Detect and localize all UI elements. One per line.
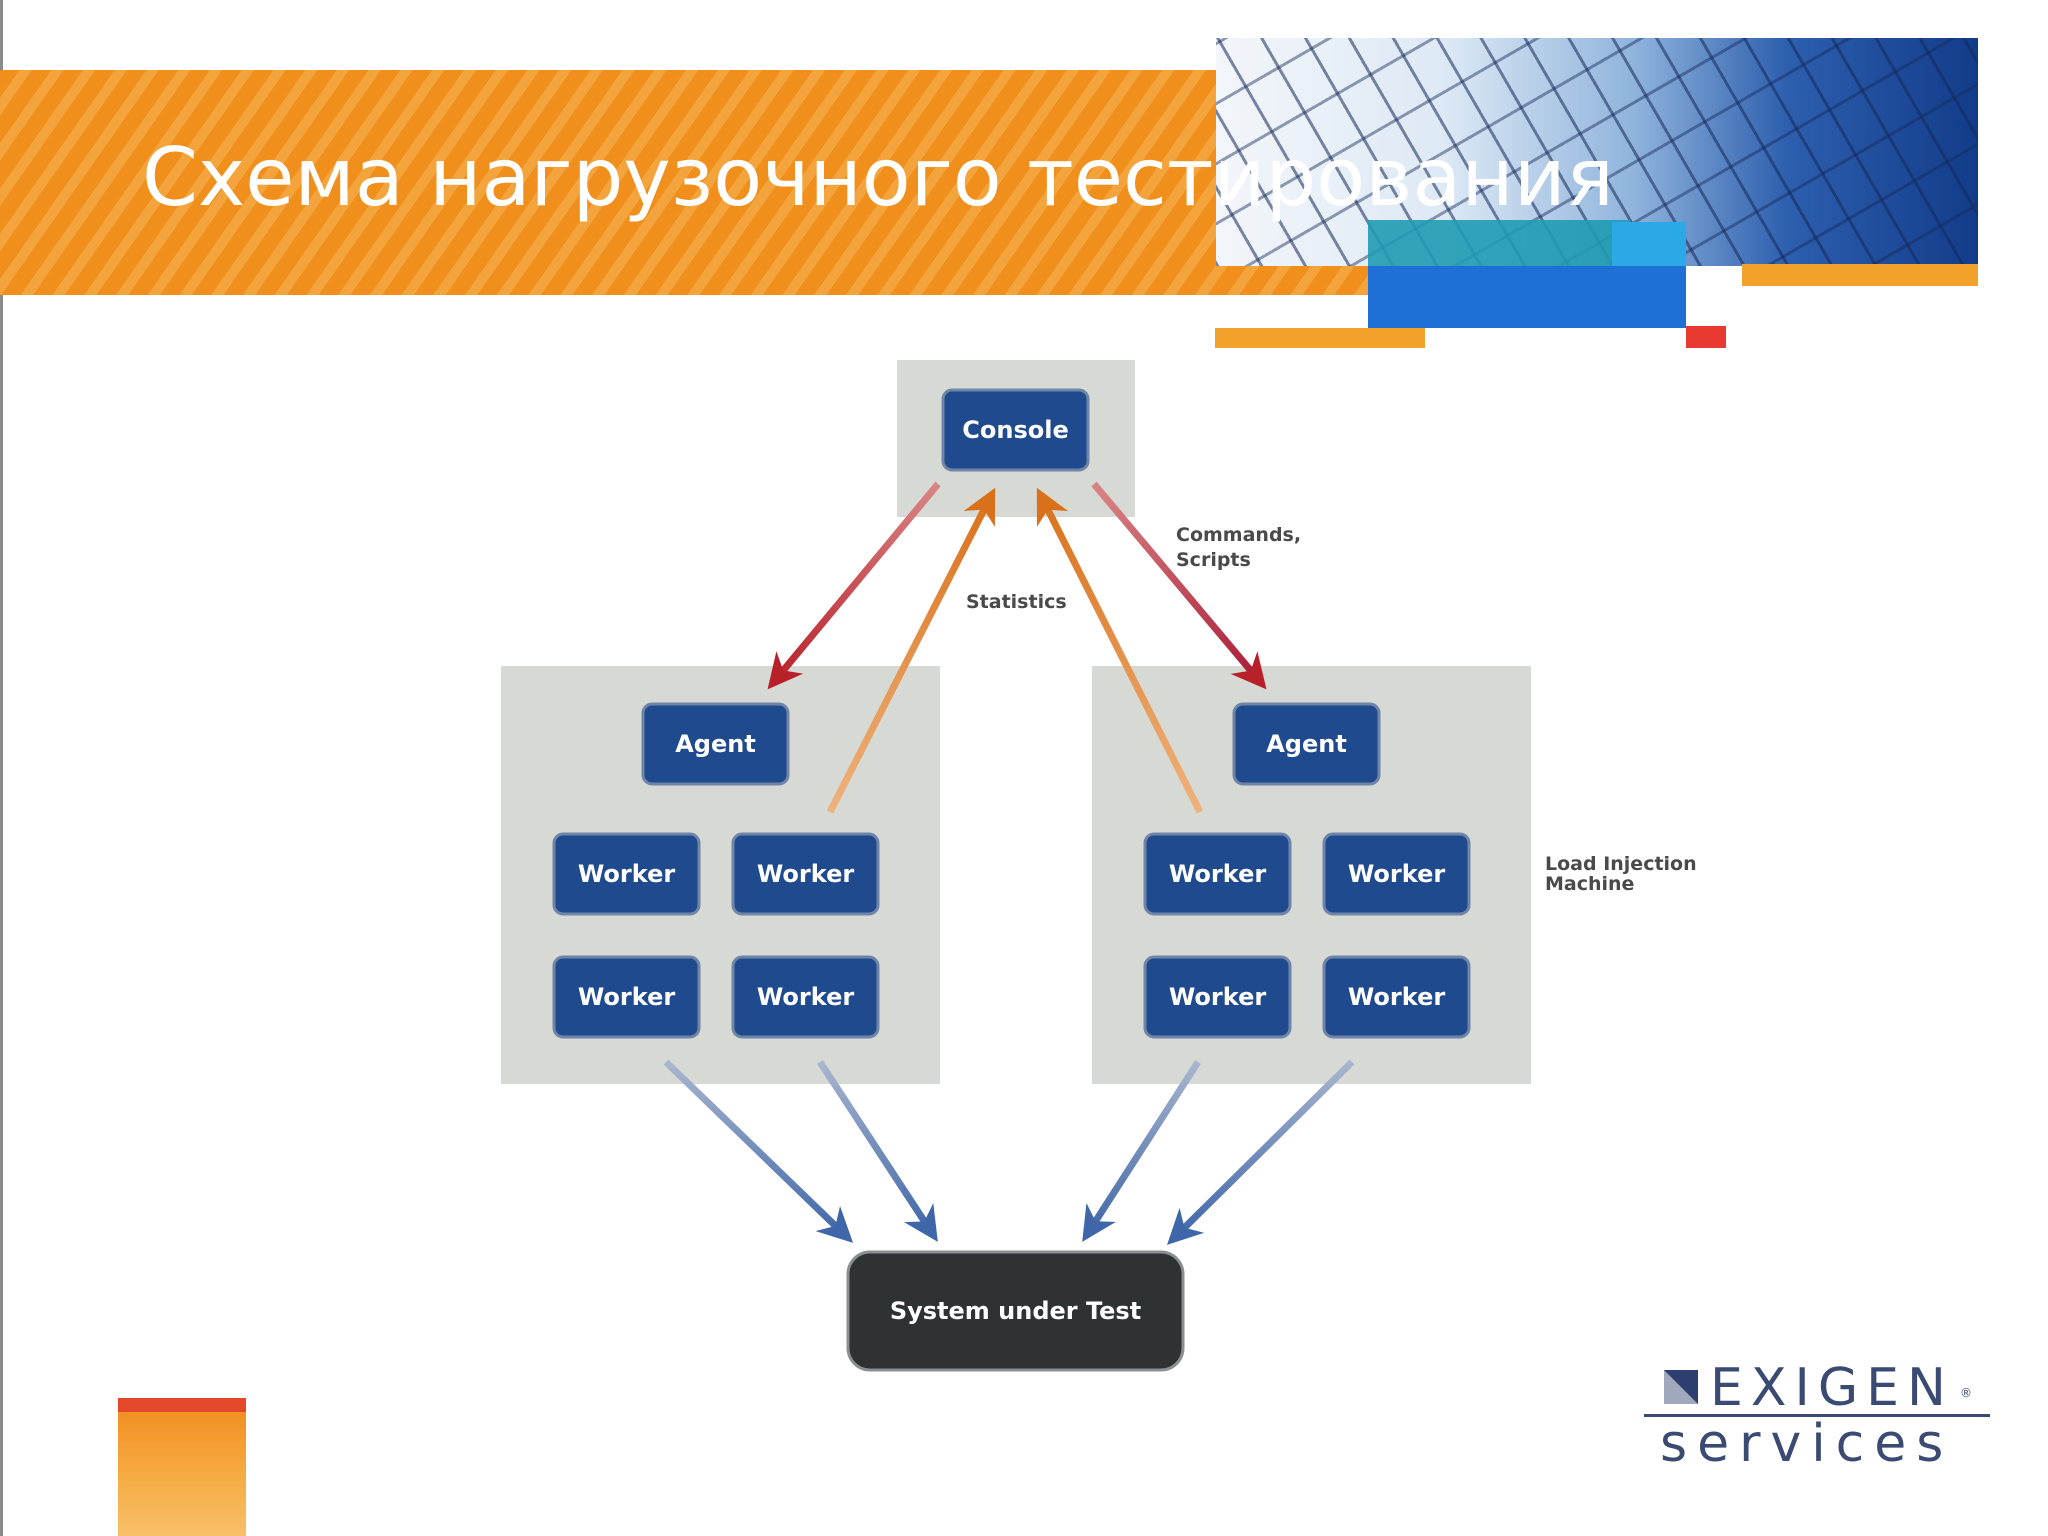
decor-orange-bar-right	[1742, 264, 1978, 286]
agent-node-left: Agent	[641, 702, 790, 786]
agent-node-right: Agent	[1232, 702, 1381, 786]
load-arrow-1	[663, 1059, 854, 1243]
worker-label: Worker	[578, 983, 676, 1011]
worker-label: Worker	[757, 860, 855, 888]
commands-arrow-left	[767, 481, 941, 690]
decor-red-block	[1686, 326, 1726, 348]
commands-arrow-right	[1091, 481, 1267, 690]
worker-node: Worker	[552, 832, 701, 916]
machine-label: Machine	[1545, 873, 1634, 895]
worker-node: Worker	[1143, 955, 1292, 1039]
logo-mark-cut	[1664, 1370, 1698, 1404]
system-under-test-node: System under Test	[846, 1250, 1185, 1372]
console-node: Console	[941, 388, 1090, 472]
worker-node: Worker	[1322, 955, 1471, 1039]
load-arrow-2	[817, 1060, 938, 1242]
scripts-label: Scripts	[1176, 549, 1251, 571]
agent-label: Agent	[675, 730, 756, 758]
load-arrow-3	[1082, 1060, 1201, 1242]
slide-title: Схема нагрузочного тестирования	[142, 131, 1614, 224]
logo-registered-mark: ®	[1960, 1386, 1972, 1400]
decor-corner-strip	[118, 1398, 246, 1412]
load-arrow-4	[1167, 1059, 1355, 1245]
decor-orange-bar	[1215, 328, 1425, 348]
worker-label: Worker	[1348, 983, 1446, 1011]
worker-label: Worker	[1169, 860, 1267, 888]
exigen-services-logo: EXIGEN ® services	[1640, 1356, 1992, 1472]
worker-node: Worker	[731, 955, 880, 1039]
worker-node: Worker	[552, 955, 701, 1039]
load-injection-label: Load Injection	[1545, 853, 1697, 875]
commands-label: Commands,	[1176, 524, 1301, 546]
decor-corner-block	[118, 1398, 246, 1536]
worker-label: Worker	[578, 860, 676, 888]
slide-border	[0, 0, 3, 1536]
worker-label: Worker	[1348, 860, 1446, 888]
decor-cyan-block	[1612, 222, 1686, 266]
statistics-arrow-left	[826, 487, 996, 814]
logo-subtitle: services	[1660, 1414, 1954, 1474]
decor-blue-block	[1368, 266, 1686, 328]
worker-node: Worker	[731, 832, 880, 916]
statistics-arrow-right	[1036, 487, 1204, 814]
worker-node: Worker	[1322, 832, 1471, 916]
worker-label: Worker	[1169, 983, 1267, 1011]
worker-node: Worker	[1143, 832, 1292, 916]
logo-rule	[1644, 1414, 1990, 1417]
console-label: Console	[962, 416, 1068, 444]
statistics-label: Statistics	[966, 591, 1067, 613]
system-under-test-label: System under Test	[890, 1297, 1141, 1325]
agent-label: Agent	[1266, 730, 1347, 758]
logo-wordmark: EXIGEN	[1710, 1358, 1954, 1418]
worker-label: Worker	[757, 983, 855, 1011]
